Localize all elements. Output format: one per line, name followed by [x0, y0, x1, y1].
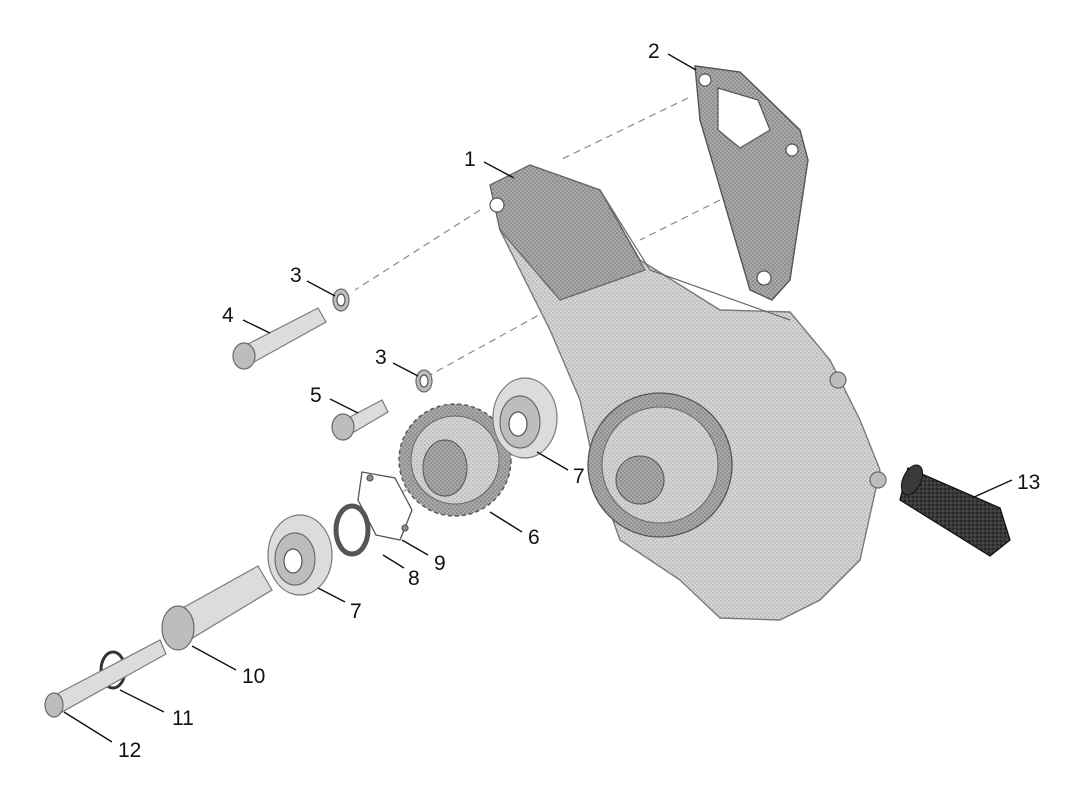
bolt-part-4	[232, 307, 327, 370]
leader-7-upper	[536, 451, 569, 471]
pin-part-12	[44, 639, 167, 718]
callout-6: 6	[528, 526, 540, 549]
callout-7-lower: 7	[350, 600, 362, 623]
leader-10	[191, 645, 237, 671]
callout-11: 11	[172, 707, 194, 730]
sleeve-part-13	[899, 464, 1011, 557]
callout-4: 4	[222, 304, 234, 327]
leader-8	[382, 554, 405, 569]
housing-gear-part	[587, 392, 733, 538]
callout-7-upper: 7	[573, 465, 585, 488]
leader-lines	[63, 53, 1013, 743]
shaft-part-10	[161, 565, 273, 651]
leader-13	[971, 479, 1013, 499]
leader-5	[329, 398, 359, 414]
snap-ring-part-8	[333, 503, 371, 557]
callout-2: 2	[648, 40, 660, 63]
leader-7-lower	[317, 587, 346, 603]
leader-11	[119, 689, 165, 713]
leader-9	[401, 539, 429, 556]
callout-3-lower: 3	[375, 346, 387, 369]
bearing-part-7-upper	[492, 377, 558, 459]
pump-housing-part	[489, 164, 887, 621]
bearing-part-7-lower	[267, 514, 333, 596]
callout-5: 5	[310, 384, 322, 407]
callout-9: 9	[434, 552, 446, 575]
leader-1	[483, 161, 515, 179]
callout-10: 10	[242, 665, 265, 688]
callout-1: 1	[464, 148, 476, 171]
washer-part-3-lower	[415, 369, 433, 393]
callout-8: 8	[408, 567, 420, 590]
retaining-plate-part-9	[357, 471, 413, 541]
leader-6	[489, 511, 523, 533]
callout-13: 13	[1017, 471, 1040, 494]
washer-part-3-upper	[332, 288, 350, 312]
gasket-part	[694, 65, 809, 301]
leader-3-lower	[392, 362, 419, 377]
bolt-part-5	[331, 399, 389, 441]
leader-3-upper	[306, 280, 336, 297]
leader-2	[667, 53, 697, 71]
callout-labels: 1 2 3 3 4 5 6 7 7 8 9 10 11 12 13	[118, 40, 1040, 762]
callout-12: 12	[118, 739, 141, 762]
callout-3-upper: 3	[290, 264, 302, 287]
leader-4	[242, 319, 271, 334]
gear-part-6	[398, 403, 512, 517]
leader-12	[63, 711, 113, 743]
